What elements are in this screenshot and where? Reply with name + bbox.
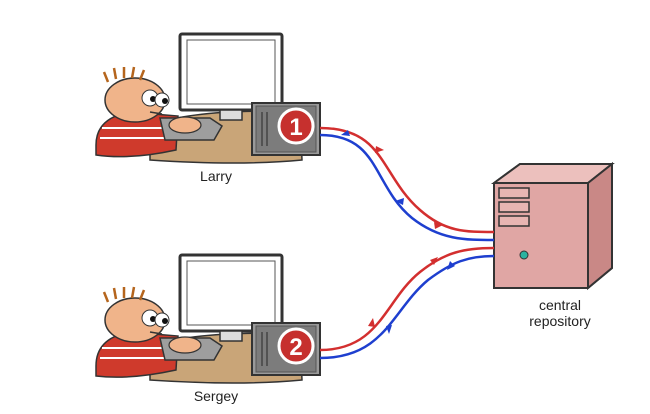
workstation-larry: 1 bbox=[95, 32, 321, 164]
user-icon bbox=[95, 66, 223, 158]
repository-label: central repository bbox=[505, 297, 615, 329]
incoming-arrow bbox=[319, 133, 495, 242]
repository-label-line2: repository bbox=[529, 313, 591, 329]
connection-larry-to-repository bbox=[319, 126, 495, 242]
repository-label-line1: central bbox=[538, 297, 582, 313]
arrowhead-blue bbox=[395, 198, 404, 205]
number-badge-2: 2 bbox=[277, 327, 315, 365]
arrowhead-red bbox=[434, 222, 443, 229]
arrowhead-blue bbox=[386, 325, 392, 334]
monitor-icon bbox=[178, 253, 284, 342]
number-badge-1: 1 bbox=[277, 107, 315, 145]
server-tower-icon bbox=[490, 161, 615, 291]
arrowhead-blue bbox=[447, 261, 455, 270]
workstation-sergey: 2 bbox=[95, 253, 321, 384]
outgoing-arrow bbox=[319, 246, 495, 352]
arrowhead-red bbox=[375, 146, 384, 153]
arrowhead-red bbox=[368, 318, 375, 327]
arrowhead-blue bbox=[341, 130, 350, 136]
arrowhead-red bbox=[430, 257, 438, 265]
outgoing-arrow bbox=[319, 126, 495, 234]
badge-number: 1 bbox=[289, 114, 302, 141]
badge-number: 2 bbox=[289, 334, 302, 361]
user-icon bbox=[95, 286, 223, 378]
status-light bbox=[519, 250, 529, 260]
connection-sergey-to-repository bbox=[319, 246, 495, 360]
user-label-larry: Larry bbox=[200, 168, 232, 184]
incoming-arrow bbox=[319, 254, 495, 360]
monitor-icon bbox=[178, 32, 284, 121]
user-label-sergey: Sergey bbox=[193, 388, 239, 404]
